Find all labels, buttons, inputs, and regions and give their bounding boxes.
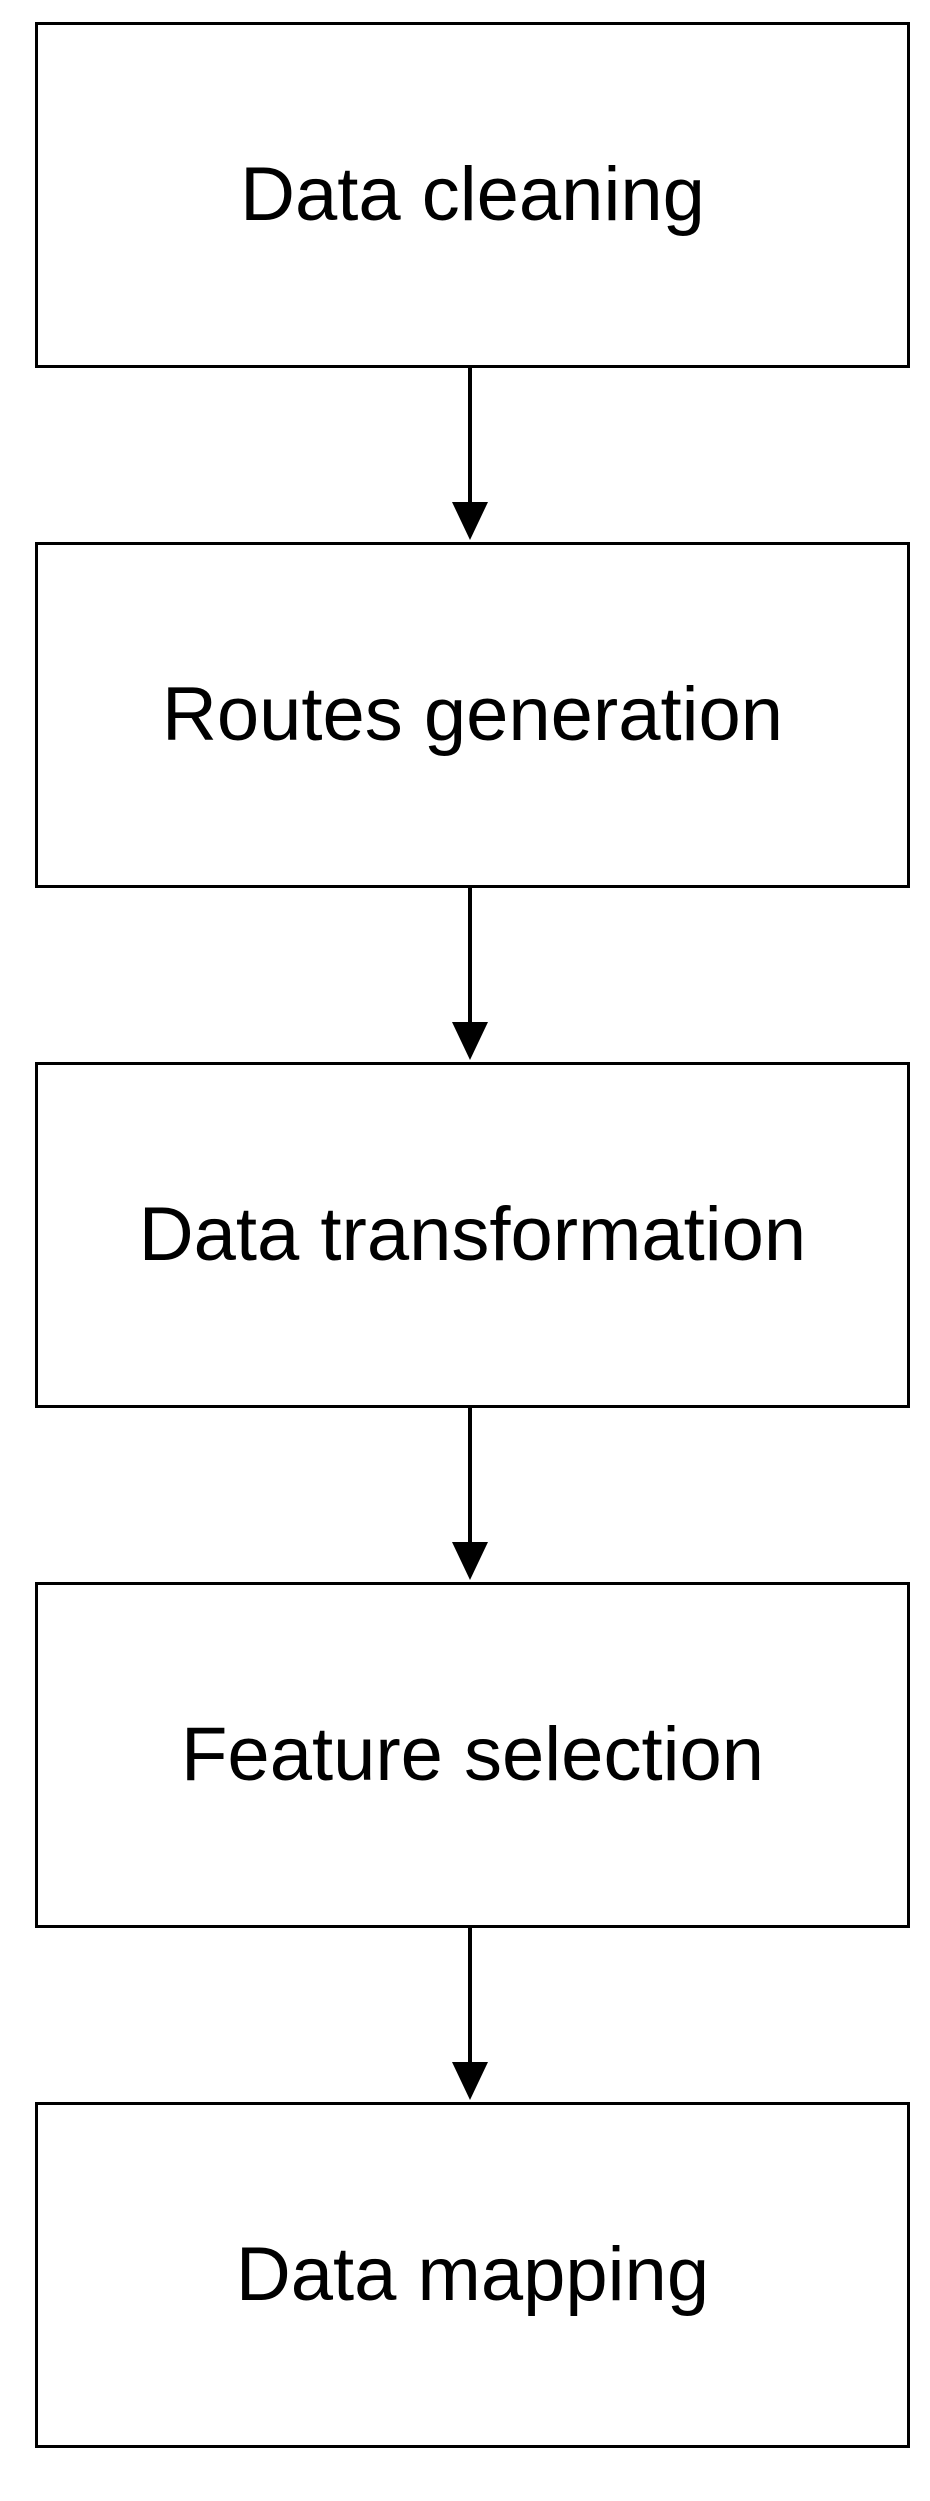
step-label: Routes generation (161, 672, 784, 757)
step-label: Feature selection (181, 1712, 764, 1797)
step-routes-generation: Routes generation (35, 542, 910, 888)
step-data-cleaning: Data cleaning (35, 22, 910, 368)
step-label: Data mapping (235, 2232, 710, 2317)
step-data-transformation: Data transformation (35, 1062, 910, 1408)
arrow-down-icon (452, 368, 488, 540)
arrow-down-icon (452, 1928, 488, 2100)
arrow-down-icon (452, 1408, 488, 1580)
step-data-mapping: Data mapping (35, 2102, 910, 2448)
arrow-down-icon (452, 888, 488, 1060)
step-label: Data cleaning (240, 152, 705, 237)
step-feature-selection: Feature selection (35, 1582, 910, 1928)
step-label: Data transformation (138, 1192, 807, 1277)
